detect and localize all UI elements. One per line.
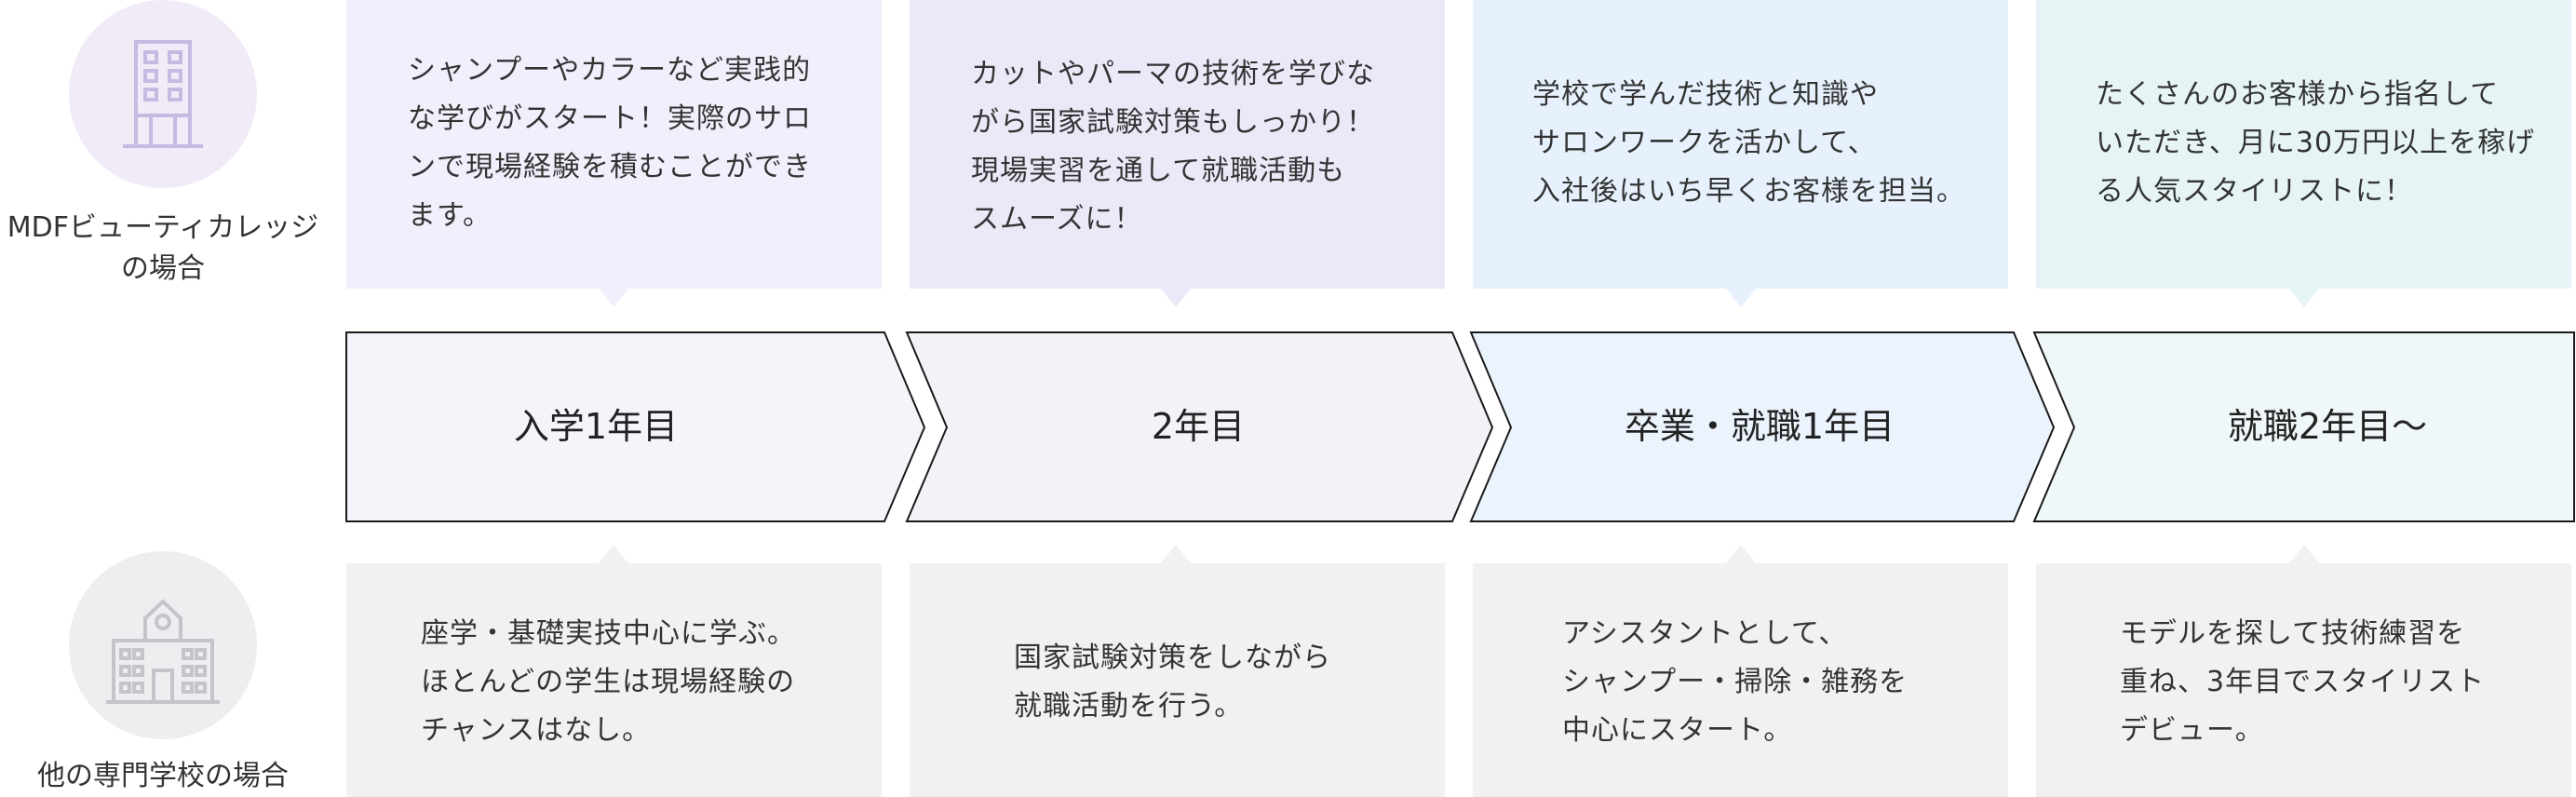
- mdf-bubble-4: たくさんのお客様から指名して いただき、月に30万円以上を稼げ る人気スタイリス…: [2036, 0, 2571, 289]
- other-icon-circle: [69, 551, 257, 739]
- stage-arrow: [905, 331, 1494, 522]
- stage-arrow: [2032, 331, 2575, 522]
- other-bubble-1: 座学・基礎実技中心に学ぶ。 ほとんどの学生は現場経験の チャンスはなし。: [346, 563, 882, 797]
- stage-label: 2年目: [1151, 406, 1246, 447]
- stage-label: 卒業・就職1年目: [1624, 406, 1895, 447]
- other-bubble-3: アシスタントとして、 シャンプー・掃除・雑務を 中心にスタート。: [1473, 563, 2008, 797]
- other-bubble-text: モデルを探して技術練習を 重ね、3年目でスタイリスト デビュー。: [2120, 617, 2486, 747]
- other-bubble-pointer: [2289, 545, 2319, 563]
- mdf-bubble-3: 学校で学んだ技術と知識や サロンワークを活かして、 入社後はいち早くお客様を担当…: [1473, 0, 2008, 289]
- mdf-bubble-text: たくさんのお客様から指名して いただき、月に30万円以上を稼げ る人気スタイリス…: [2096, 78, 2536, 208]
- building-icon: [123, 40, 203, 148]
- other-bubble-text: 座学・基礎実技中心に学ぶ。 ほとんどの学生は現場経験の チャンスはなし。: [421, 617, 796, 747]
- mdf-bubble-1: シャンプーやカラーなど実践的 な学びがスタート！実際のサロ ンで現場経験を積むこ…: [346, 0, 882, 289]
- other-bubble-text: アシスタントとして、 シャンプー・掃除・雑務を 中心にスタート。: [1562, 617, 1908, 747]
- other-bubble-pointer: [1726, 545, 1756, 563]
- other-label: 他の専門学校の場合: [0, 756, 326, 797]
- mdf-bubble-text: シャンプーやカラーなど実践的 な学びがスタート！実際のサロ ンで現場経験を積むこ…: [408, 54, 812, 232]
- mdf-bubble-text: 学校で学んだ技術と知識や サロンワークを活かして、 入社後はいち早くお客様を担当…: [1532, 78, 1965, 208]
- stage-arrow: [1469, 331, 2056, 522]
- mdf-bubble-pointer: [599, 289, 628, 307]
- mdf-bubble-pointer: [1726, 289, 1756, 307]
- stage-label: 入学1年目: [513, 406, 679, 447]
- other-bubble-4: モデルを探して技術練習を 重ね、3年目でスタイリスト デビュー。: [2036, 563, 2571, 797]
- other-bubble-pointer: [1161, 545, 1191, 563]
- stage-label: 就職2年目〜: [2227, 406, 2428, 447]
- stage-arrow: [345, 331, 926, 522]
- mdf-bubble-2: カットやパーマの技術を学びな がら国家試験対策もしっかり！ 現場実習を通して就職…: [910, 0, 1445, 289]
- school-building-icon: [106, 599, 220, 704]
- mdf-bubble-text: カットやパーマの技術を学びな がら国家試験対策もしっかり！ 現場実習を通して就職…: [971, 58, 1375, 236]
- mdf-bubble-pointer: [2289, 289, 2319, 307]
- mdf-icon-circle: [69, 0, 257, 188]
- mdf-label-line1: MDFビューティカレッジ: [7, 211, 319, 244]
- other-label-text: 他の専門学校の場合: [37, 760, 289, 792]
- other-bubble-text: 国家試験対策をしながら 就職活動を行う。: [1014, 642, 1331, 723]
- mdf-bubble-pointer: [1161, 289, 1191, 307]
- other-bubble-2: 国家試験対策をしながら 就職活動を行う。: [910, 563, 1445, 797]
- other-bubble-pointer: [599, 545, 628, 563]
- mdf-label: MDFビューティカレッジ の場合: [0, 208, 326, 290]
- mdf-label-line2: の場合: [121, 252, 205, 285]
